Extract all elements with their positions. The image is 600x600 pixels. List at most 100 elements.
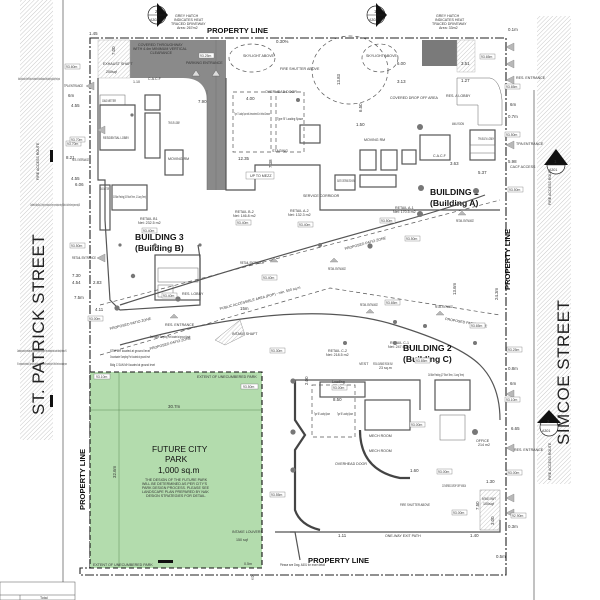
dim-0-1m: 0.1m (508, 27, 518, 32)
svg-text:93.00m: 93.00m (508, 471, 519, 475)
svg-text:93.00m: 93.00m (438, 470, 449, 474)
type-g-loading-space (232, 91, 272, 153)
property-line-label-east: PROPERTY LINE (503, 229, 512, 290)
fire-shutter-label-c: FIRE SHUTTER ABOVE (400, 503, 430, 507)
tpa-entrance-label-west: TPA ENTRANCE (64, 84, 83, 88)
grey-hatch-note-1: GREY HATCH INDICATES HEAT TRACED DRIVEWA… (171, 14, 206, 30)
public-access-label: PUBLIC ACCESSIBLE AREA (POP) - min. 500 … (219, 285, 301, 310)
svg-text:93.00m: 93.00m (333, 386, 344, 390)
svg-text:93.65m: 93.65m (416, 359, 427, 363)
gas-meter-label-a: GAS METER (102, 99, 116, 103)
manholes-note: The 2 manholes cannot be relocated. They… (17, 362, 67, 366)
svg-text:93.40m: 93.40m (143, 229, 154, 233)
mail-room-label: MAIL ROOM (452, 122, 464, 126)
park-note-5: DESIGN STRATEGIES FOR DETAIL. (146, 494, 206, 498)
res-entrance-label-c: RES. ENTRANCE (514, 448, 544, 452)
fire-route-label-east: FIRE ACCESS ROUTE (548, 167, 552, 205)
tpa-entrance-label-east: TPA ENTRANCE (516, 142, 544, 146)
dim-1-50: 1.50 (356, 122, 365, 127)
proposed-patio-line (99, 287, 501, 356)
dim-0-3m: 0.3m (508, 524, 518, 529)
arrow-up-icon-bottom: ⇧ (250, 575, 255, 582)
retail-a2-area: Net: 132.3 m2 (288, 213, 311, 217)
park-elev-tr: 93.50m (243, 385, 254, 389)
res-entrance-arrow-c (505, 443, 515, 453)
tpa-entrance-arrow-east (505, 140, 515, 150)
retail-b2-area: Net: 146.8 m2 (233, 214, 256, 218)
svg-text:93.40m: 93.40m (263, 276, 274, 280)
retail-entrance-arrow-a2 (329, 257, 339, 263)
svg-text:INDICATES HEAT: INDICATES HEAT (435, 18, 465, 22)
dim-7-38: 7.38 (268, 159, 273, 168)
dim-2-83: 2.83 (93, 280, 102, 285)
retail-entrance-label-c1: RETAIL ENTRANCE (360, 303, 378, 307)
parking-entrance-arrow (191, 69, 201, 77)
skylight-outline-1 (228, 43, 276, 73)
park-note-3: PARK DESIGN PROCESS. PLEASE SEE (142, 486, 210, 490)
svg-text:93.50m: 93.50m (71, 244, 82, 248)
svg-text:INDICATES HEAT: INDICATES HEAT (174, 18, 204, 22)
fire-hydrant-marker-west-2 (50, 395, 53, 407)
svg-text:93.00m: 93.00m (89, 317, 100, 321)
dim-6-00: 6.00 (397, 61, 406, 66)
suite-distribution-label: SUITE DISTRIBUTION RM (337, 179, 355, 183)
intake-shaft-label-w: INTAKE SHAFT (232, 332, 258, 336)
svg-text:93.50m: 93.50m (381, 219, 392, 223)
intake-louvers-label: INTAKE LOUVERS (232, 530, 263, 534)
property-line-label-bottom: PROPERTY LINE (308, 556, 369, 565)
fire-hall-note: Details and final location of Street Fil… (18, 77, 60, 81)
building-c-north-facade (119, 313, 501, 421)
svg-text:93.30m: 93.30m (271, 349, 282, 353)
gas-meter-note: 2 Gas Meters for Building AB and C. Open… (30, 203, 80, 207)
section-marker-num: 1 (554, 159, 557, 164)
dim-24-3m: 24.3m (494, 287, 499, 300)
svg-text:93.50m: 93.50m (406, 237, 417, 241)
svg-text:TRACED DRIVEWAY: TRACED DRIVEWAY (432, 22, 467, 26)
res-entrance-arrow-east (505, 75, 515, 85)
table-header-total: Total (40, 596, 48, 600)
retail-garbage-area: 23 sq.m (379, 366, 392, 370)
bike-parking-label-c: 24 Bike Parking (27 Short Term, 3 Long T… (428, 373, 464, 377)
up-to-mezz-label: UP TO MEZZ (250, 174, 272, 178)
grey-hatch-note-2: GREY HATCH INDICATES HEAT TRACED DRIVEWA… (432, 14, 467, 30)
future-city-park[interactable] (89, 371, 263, 569)
section-marker-1-a301[interactable]: 1 A301 (544, 149, 568, 175)
entrance-arrow-c1 (505, 389, 515, 399)
section-marker-2-a302[interactable]: 2 A302 (147, 3, 168, 27)
retail-entrance-arrow-c2 (435, 310, 445, 316)
moving-rm-label-a: MOVING RM (364, 138, 385, 142)
building-c-sw-corner (275, 531, 301, 561)
tpa-elev-lobby-b: TPA ELEV LOBBY (168, 121, 180, 125)
property-line-label-top: PROPERTY LINE (207, 26, 268, 35)
area-summary-table: Total (0, 581, 76, 600)
park-note-4: LANDSCAPE PLAN PREPARED BY NAK (142, 490, 209, 494)
section-marker-sheet: A302 (369, 18, 377, 22)
section-marker-1-a302[interactable]: 1 A302 (366, 3, 387, 27)
skylight-outline-2 (361, 43, 399, 73)
cacf-access-label: CACF ACCESS (510, 165, 536, 169)
exhaust-shaft-label: EXHAUST SHAFT (103, 62, 133, 66)
proposed-patio-label-c2: PROPOSED PATIO ZONE (445, 317, 488, 328)
park-note-1: THE DESIGN OF THE FUTURE PARK (145, 478, 208, 482)
park-marker-bar (158, 560, 173, 563)
svg-text:92.90m: 92.90m (512, 514, 523, 518)
retail-entrance-arrow-a (457, 210, 467, 216)
building-c-walls (293, 379, 501, 532)
dim-4-11: 4.11 (95, 307, 104, 312)
dim-1-30: 1.30 (486, 479, 495, 484)
vest-label: VEST (359, 362, 369, 366)
dim-1-27: 1.27 (461, 78, 470, 83)
svg-text:93.65m: 93.65m (471, 324, 482, 328)
dim-6m-west: 6m (68, 93, 74, 98)
dim-1-45: 1.45 (89, 31, 98, 36)
section-marker-num: 2 (547, 419, 550, 424)
service-corridor-label: SERVICE CORRIDOR (303, 194, 340, 198)
property-line-label-west: PROPERTY LINE (78, 449, 87, 510)
section-marker-2-a301[interactable]: 2 A301 (537, 410, 561, 437)
loading-label: Loading (332, 380, 345, 384)
covered-dropoff-label-a: COVERED DROP OFF AREA (390, 96, 438, 100)
dim-1-60: 1.60 (410, 468, 419, 473)
type-b-loading-label: Type 'B' Loading Space (277, 117, 303, 121)
building-1-label: BUILDING 1 (430, 187, 479, 197)
retail-c1-area: Net: 247.6 m2 (388, 345, 411, 349)
